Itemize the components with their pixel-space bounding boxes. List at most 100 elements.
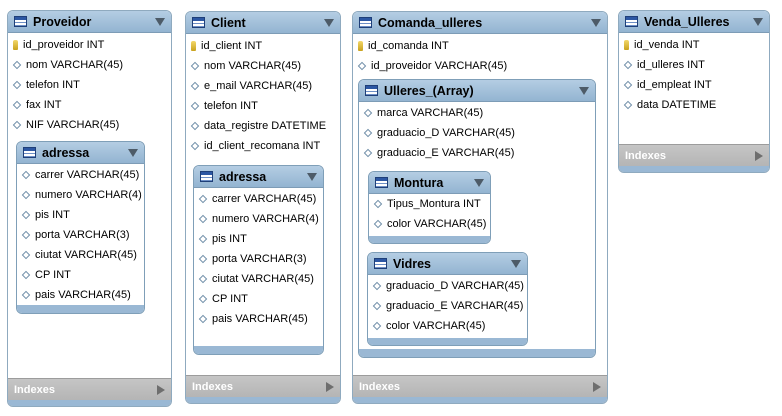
indexes-toggle[interactable]: Indexes: [353, 375, 607, 397]
column-icon: [198, 314, 208, 324]
column-row[interactable]: carrer VARCHAR(45): [194, 189, 323, 209]
expand-icon: [326, 381, 334, 392]
column-row[interactable]: id_comanda INT: [353, 36, 607, 56]
column-row[interactable]: id_venda INT: [619, 35, 769, 55]
column-row[interactable]: pis INT: [17, 205, 144, 225]
nested-table-adressa[interactable]: adressa carrer VARCHAR(45) numero VARCHA…: [193, 165, 324, 355]
table-name: Comanda_ulleres: [378, 15, 483, 30]
column-icon: [21, 210, 31, 220]
indexes-toggle[interactable]: Indexes: [619, 144, 769, 166]
column-row[interactable]: color VARCHAR(45): [369, 214, 490, 234]
nested-footer: [368, 338, 527, 345]
column-icon: [198, 254, 208, 264]
column-row[interactable]: pis INT: [194, 229, 323, 249]
table-icon: [200, 171, 213, 182]
column-row[interactable]: porta VARCHAR(3): [17, 225, 144, 245]
indexes-footer: Indexes: [186, 375, 340, 403]
table-icon: [375, 177, 388, 188]
collapse-icon[interactable]: [591, 18, 601, 27]
column-row[interactable]: id_ulleres INT: [619, 55, 769, 75]
collapse-icon[interactable]: [307, 172, 317, 181]
column-row[interactable]: marca VARCHAR(45): [359, 103, 595, 123]
column-row[interactable]: carrer VARCHAR(45): [17, 165, 144, 185]
table-header[interactable]: Montura: [369, 172, 490, 194]
column-row[interactable]: telefon INT: [186, 96, 340, 116]
table-header[interactable]: adressa: [17, 142, 144, 164]
column-row[interactable]: nom VARCHAR(45): [8, 55, 171, 75]
column-row[interactable]: graduacio_D VARCHAR(45): [359, 123, 595, 143]
column-row[interactable]: graduacio_D VARCHAR(45): [368, 276, 527, 296]
column-icon: [198, 274, 208, 284]
column-row[interactable]: fax INT: [8, 95, 171, 115]
column-icon: [12, 60, 22, 70]
column-row[interactable]: telefon INT: [8, 75, 171, 95]
column-icon: [363, 108, 373, 118]
column-row[interactable]: data_registre DATETIME: [186, 116, 340, 136]
column-row[interactable]: numero VARCHAR(4): [194, 209, 323, 229]
table-comanda-ulleres[interactable]: Comanda_ulleres id_comanda INT id_provei…: [352, 11, 608, 404]
column-row[interactable]: data DATETIME: [619, 95, 769, 115]
column-row[interactable]: NIF VARCHAR(45): [8, 115, 171, 135]
indexes-toggle[interactable]: Indexes: [186, 375, 340, 397]
table-client[interactable]: Client id_client INT nom VARCHAR(45) e_m…: [185, 11, 341, 404]
column-row[interactable]: ciutat VARCHAR(45): [194, 269, 323, 289]
table-header[interactable]: Comanda_ulleres: [353, 12, 607, 34]
column-row[interactable]: pais VARCHAR(45): [17, 285, 144, 305]
table-header[interactable]: adressa: [194, 166, 323, 188]
column-row[interactable]: graduacio_E VARCHAR(45): [359, 143, 595, 163]
column-icon: [198, 214, 208, 224]
column-row[interactable]: e_mail VARCHAR(45): [186, 76, 340, 96]
column-row[interactable]: id_proveidor INT: [8, 35, 171, 55]
column-row[interactable]: id_empleat INT: [619, 75, 769, 95]
column-icon: [12, 100, 22, 110]
table-header[interactable]: Ulleres_(Array): [359, 80, 595, 102]
collapse-icon[interactable]: [324, 18, 334, 27]
column-row[interactable]: CP INT: [194, 289, 323, 309]
column-row[interactable]: id_client INT: [186, 36, 340, 56]
indexes-toggle[interactable]: Indexes: [8, 378, 171, 400]
column-row[interactable]: nom VARCHAR(45): [186, 56, 340, 76]
primary-key-icon: [13, 40, 18, 50]
collapse-icon[interactable]: [155, 17, 165, 26]
column-row[interactable]: pais VARCHAR(45): [194, 309, 323, 329]
nested-table-ulleres[interactable]: Ulleres_(Array) marca VARCHAR(45) gradua…: [358, 79, 596, 358]
column-row[interactable]: id_client_recomana INT: [186, 136, 340, 156]
nested-table-vidres[interactable]: Vidres graduacio_D VARCHAR(45) graduacio…: [367, 252, 528, 346]
collapse-icon[interactable]: [128, 148, 138, 157]
column-row[interactable]: porta VARCHAR(3): [194, 249, 323, 269]
table-name: Montura: [394, 175, 444, 190]
collapse-icon[interactable]: [474, 178, 484, 187]
column-row[interactable]: color VARCHAR(45): [368, 316, 527, 336]
table-icon: [23, 147, 36, 158]
table-header[interactable]: Client: [186, 12, 340, 34]
collapse-icon[interactable]: [753, 17, 763, 26]
primary-key-icon: [358, 41, 363, 51]
table-header[interactable]: Proveidor: [8, 11, 171, 33]
column-row[interactable]: graduacio_E VARCHAR(45): [368, 296, 527, 316]
column-row[interactable]: ciutat VARCHAR(45): [17, 245, 144, 265]
column-row[interactable]: Tipus_Montura INT: [369, 194, 490, 214]
nested-table-adressa[interactable]: adressa carrer VARCHAR(45) numero VARCHA…: [16, 141, 145, 314]
nested-footer: [194, 346, 323, 354]
collapse-icon[interactable]: [579, 86, 589, 95]
primary-key-icon: [191, 41, 196, 51]
column-icon: [21, 270, 31, 280]
table-header[interactable]: Venda_Ulleres: [619, 11, 769, 33]
column-icon: [190, 101, 200, 111]
column-row[interactable]: id_proveidor VARCHAR(45): [353, 56, 607, 76]
table-venda-ulleres[interactable]: Venda_Ulleres id_venda INT id_ulleres IN…: [618, 10, 770, 173]
table-proveidor[interactable]: Proveidor id_proveidor INT nom VARCHAR(4…: [7, 10, 172, 407]
table-header[interactable]: Vidres: [368, 253, 527, 275]
table-name: adressa: [219, 169, 267, 184]
collapse-icon[interactable]: [511, 259, 521, 268]
table-name: Ulleres_(Array): [384, 83, 474, 98]
column-icon: [21, 170, 31, 180]
column-row[interactable]: numero VARCHAR(4): [17, 185, 144, 205]
nested-table-montura[interactable]: Montura Tipus_Montura INT color VARCHAR(…: [368, 171, 491, 244]
nested-footer: [359, 349, 595, 357]
column-icon: [372, 281, 382, 291]
expand-icon: [157, 384, 165, 395]
column-row[interactable]: CP INT: [17, 265, 144, 285]
column-icon: [12, 120, 22, 130]
table-name: adressa: [42, 145, 90, 160]
